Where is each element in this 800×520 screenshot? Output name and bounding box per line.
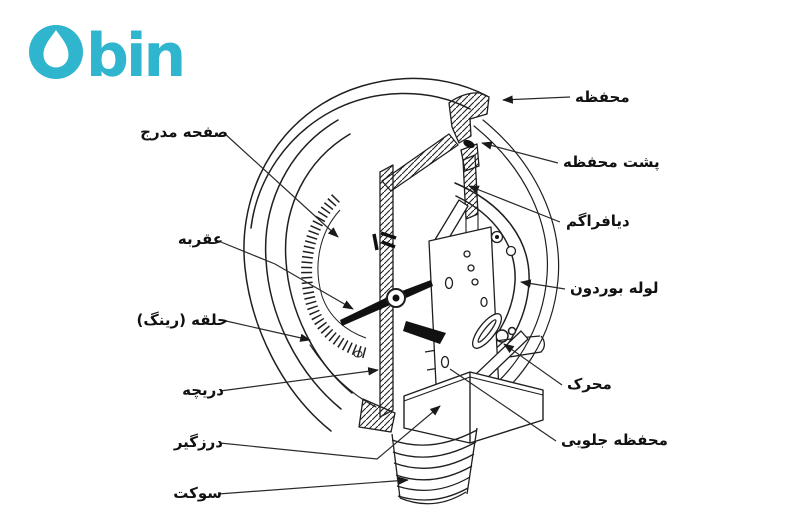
leader-diaphragm xyxy=(468,185,561,223)
socket xyxy=(391,371,544,505)
leader-window xyxy=(219,367,379,392)
brand-logo-graphic: bin xyxy=(29,21,186,91)
leader-socket xyxy=(217,476,409,495)
label-dial-plate: صفحه مدرج xyxy=(140,123,228,141)
label-window: دریچه xyxy=(182,381,224,399)
leader-seal xyxy=(219,405,441,460)
ring-mid-arc xyxy=(284,133,353,394)
label-case-back: پشت محفظه xyxy=(563,153,660,171)
window-ring-section xyxy=(358,398,396,433)
dial-screw-hole xyxy=(353,350,363,358)
leader-lines xyxy=(215,95,571,495)
front-flange-section xyxy=(381,133,459,192)
sectioned-parts xyxy=(358,92,490,433)
leader-dial-plate xyxy=(223,132,339,238)
label-movement: محرک xyxy=(567,375,612,393)
bourdon-adjust-screw xyxy=(507,326,517,336)
leader-front-case xyxy=(449,368,557,442)
plate-hole xyxy=(444,276,454,290)
label-front-case: محفظه جلویی xyxy=(561,431,668,449)
plate-hole xyxy=(480,296,488,308)
needle-hub-pin xyxy=(392,294,400,302)
hairspring-marks xyxy=(372,231,397,251)
leader-needle xyxy=(215,239,354,310)
leader-case-back xyxy=(481,141,559,164)
dial-inner-edge xyxy=(317,209,367,339)
brand-wordmark: bin xyxy=(86,21,183,86)
case-back-opening-arc xyxy=(472,125,549,402)
back-seal xyxy=(463,139,475,149)
slotted-link-slot xyxy=(477,319,497,343)
dial-face xyxy=(301,194,367,359)
case-back-disc-arc xyxy=(476,119,560,413)
case-outer-arc xyxy=(243,77,488,432)
label-needle: عقربه xyxy=(177,230,223,248)
brand-logo: bin xyxy=(28,12,198,91)
counterweight xyxy=(403,321,446,344)
movement-screw xyxy=(505,245,517,257)
leader-bourdon xyxy=(520,279,566,290)
label-case: محفظه xyxy=(575,88,630,106)
case-rim-clip-section xyxy=(448,92,490,144)
slotted-link xyxy=(471,313,503,349)
needle-group xyxy=(340,280,433,326)
plate-hole xyxy=(440,355,450,369)
leader-case xyxy=(502,95,571,104)
socket-hex-top-line xyxy=(403,376,544,402)
label-diaphragm: دیافراگم xyxy=(566,212,630,230)
leader-ring xyxy=(225,320,311,342)
label-seal: درزگیر xyxy=(173,433,223,451)
dial-tick-band xyxy=(301,194,367,359)
case-inner-top-arc xyxy=(250,92,471,229)
gear-pin xyxy=(467,264,475,272)
label-ring: حلقه (رینگ) xyxy=(136,311,228,329)
gear-pin xyxy=(471,278,479,286)
glass-edge-arc xyxy=(309,344,377,408)
needle xyxy=(340,280,433,326)
label-socket: سوکت xyxy=(173,484,222,502)
label-bourdon: لوله بوردون xyxy=(570,279,659,297)
dial-plate-section xyxy=(379,164,394,418)
leader-movement xyxy=(503,343,563,386)
movement-screw-center xyxy=(495,235,499,239)
socket-threads xyxy=(391,427,478,505)
logo-droplet-icon xyxy=(43,30,69,68)
gear-pin xyxy=(463,250,471,258)
